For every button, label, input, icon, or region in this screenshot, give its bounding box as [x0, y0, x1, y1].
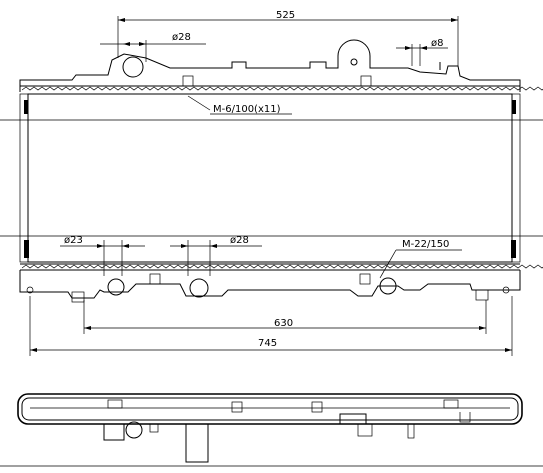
dim-top-width: 525 — [276, 10, 295, 21]
plan-view — [0, 393, 543, 467]
dim-fin-spec: M-6/100(x11) — [213, 104, 281, 115]
dim-bottom-left-pipe: ø23 — [64, 235, 83, 246]
dim-bottom-mid-pipe: ø28 — [230, 235, 249, 246]
dim-overall-width: 745 — [258, 338, 277, 349]
width-dimensions: 630 745 — [29, 296, 513, 356]
core — [0, 93, 543, 263]
dim-top-pipe: ø28 — [172, 32, 191, 43]
bottom-tank — [19, 263, 543, 303]
top-dimensions: 525 ø28 ø8 M-6/100(x11) — [100, 10, 459, 115]
dim-bottom-right-thread: M-22/150 — [402, 239, 449, 250]
top-tank — [19, 39, 543, 92]
dim-top-small: ø8 — [431, 38, 443, 49]
dim-inner-width: 630 — [274, 318, 293, 329]
bottom-tank-dimensions: ø23 ø28 M-22/150 — [60, 235, 462, 279]
